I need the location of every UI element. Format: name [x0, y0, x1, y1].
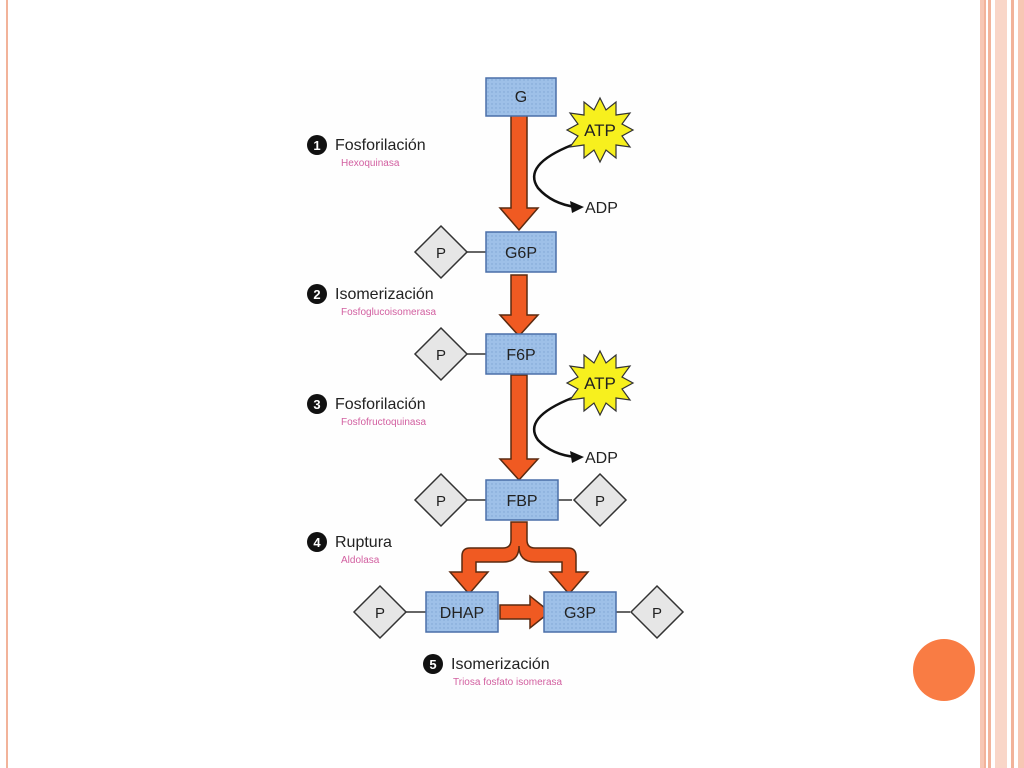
step-2: 2 Isomerización Fosfoglucoisomerasa [307, 284, 436, 318]
box-g: G [485, 77, 557, 117]
step-4: 4 Ruptura Aldolasa [307, 532, 392, 566]
step-name: Isomerización [335, 286, 434, 303]
phosphate-diamond-icon: P [572, 472, 628, 528]
deco-stripe [1011, 0, 1014, 768]
step-number: 2 [313, 287, 320, 302]
metabolite-label: G3P [564, 605, 596, 622]
arrow-dhap-to-g3p [499, 594, 552, 630]
adp-label: ADP [585, 450, 618, 467]
phosphate-label: P [436, 493, 446, 510]
step-number: 3 [313, 397, 320, 412]
box-fbp: FBP [485, 479, 559, 521]
atp-adp-arrow-1 [532, 143, 584, 213]
adp-label: ADP [585, 200, 618, 217]
step-number-badge [423, 654, 443, 674]
deco-stripe [988, 0, 991, 768]
glycolysis-diagram: ATP ATP ADP ADP G G6P F6P FBP DHAP G3P [290, 70, 700, 720]
right-decoration [980, 0, 1024, 768]
phosphate-diamond-icon: P [413, 472, 469, 528]
step-number-badge [307, 394, 327, 414]
box-g3p: G3P [543, 591, 617, 633]
phosphate-label: P [375, 605, 385, 622]
step-enzyme: Hexoquinasa [341, 158, 400, 169]
arrow-f6p-to-fbp [498, 374, 540, 482]
step-3: 3 Fosforilación Fosfofructoquinasa [307, 394, 426, 428]
box-g6p: G6P [485, 231, 557, 273]
box-dhap: DHAP [425, 591, 499, 633]
arrow-g6p-to-f6p [498, 274, 540, 338]
metabolite-label: DHAP [440, 605, 484, 622]
phosphate-bonds [406, 251, 630, 613]
step-number-badge [307, 532, 327, 552]
step-name: Fosforilación [335, 396, 426, 413]
metabolite-label: FBP [506, 493, 537, 510]
step-enzyme: Aldolasa [341, 555, 380, 566]
deco-stripe [980, 0, 984, 768]
step-enzyme: Triosa fosfato isomerasa [453, 677, 563, 688]
atp-starburst-icon: ATP [565, 96, 635, 164]
step-1: 1 Fosforilación Hexoquinasa [307, 135, 426, 169]
box-f6p: F6P [485, 333, 557, 375]
decorative-circle [913, 639, 975, 701]
deco-stripe [1018, 0, 1024, 768]
glycolysis-svg: ATP ATP ADP ADP G G6P F6P FBP DHAP G3P [307, 77, 685, 688]
phosphate-diamond-icon: P [629, 584, 685, 640]
phosphate-label: P [595, 493, 605, 510]
step-name: Ruptura [335, 534, 392, 551]
metabolite-label: G6P [505, 245, 537, 262]
step-enzyme: Fosfoglucoisomerasa [341, 307, 436, 318]
step-number: 4 [313, 535, 321, 550]
metabolite-label: F6P [506, 347, 535, 364]
atp-adp-arrow-2 [532, 396, 584, 463]
atp-label: ATP [584, 121, 616, 140]
phosphate-label: P [652, 605, 662, 622]
step-name: Fosforilación [335, 137, 426, 154]
step-number-badge [307, 284, 327, 304]
step-enzyme: Fosfofructoquinasa [341, 417, 426, 428]
step-number: 1 [313, 138, 320, 153]
atp-starburst-icon: ATP [565, 349, 635, 417]
phosphate-label: P [436, 245, 446, 262]
atp-label: ATP [584, 374, 616, 393]
phosphate-diamond-icon: P [413, 224, 469, 280]
phosphate-label: P [436, 347, 446, 364]
arrow-g-to-g6p [498, 114, 540, 232]
step-5: 5 Isomerización Triosa fosfato isomerasa [423, 654, 563, 688]
phosphate-diamond-icon: P [413, 326, 469, 382]
deco-stripe [995, 0, 1007, 768]
step-name: Isomerización [451, 656, 550, 673]
metabolite-label: G [515, 89, 527, 106]
step-number-badge [307, 135, 327, 155]
step-number: 5 [429, 657, 436, 672]
slide-frame [6, 0, 986, 768]
arrow-fbp-split [448, 521, 590, 596]
phosphate-diamond-icon: P [352, 584, 408, 640]
